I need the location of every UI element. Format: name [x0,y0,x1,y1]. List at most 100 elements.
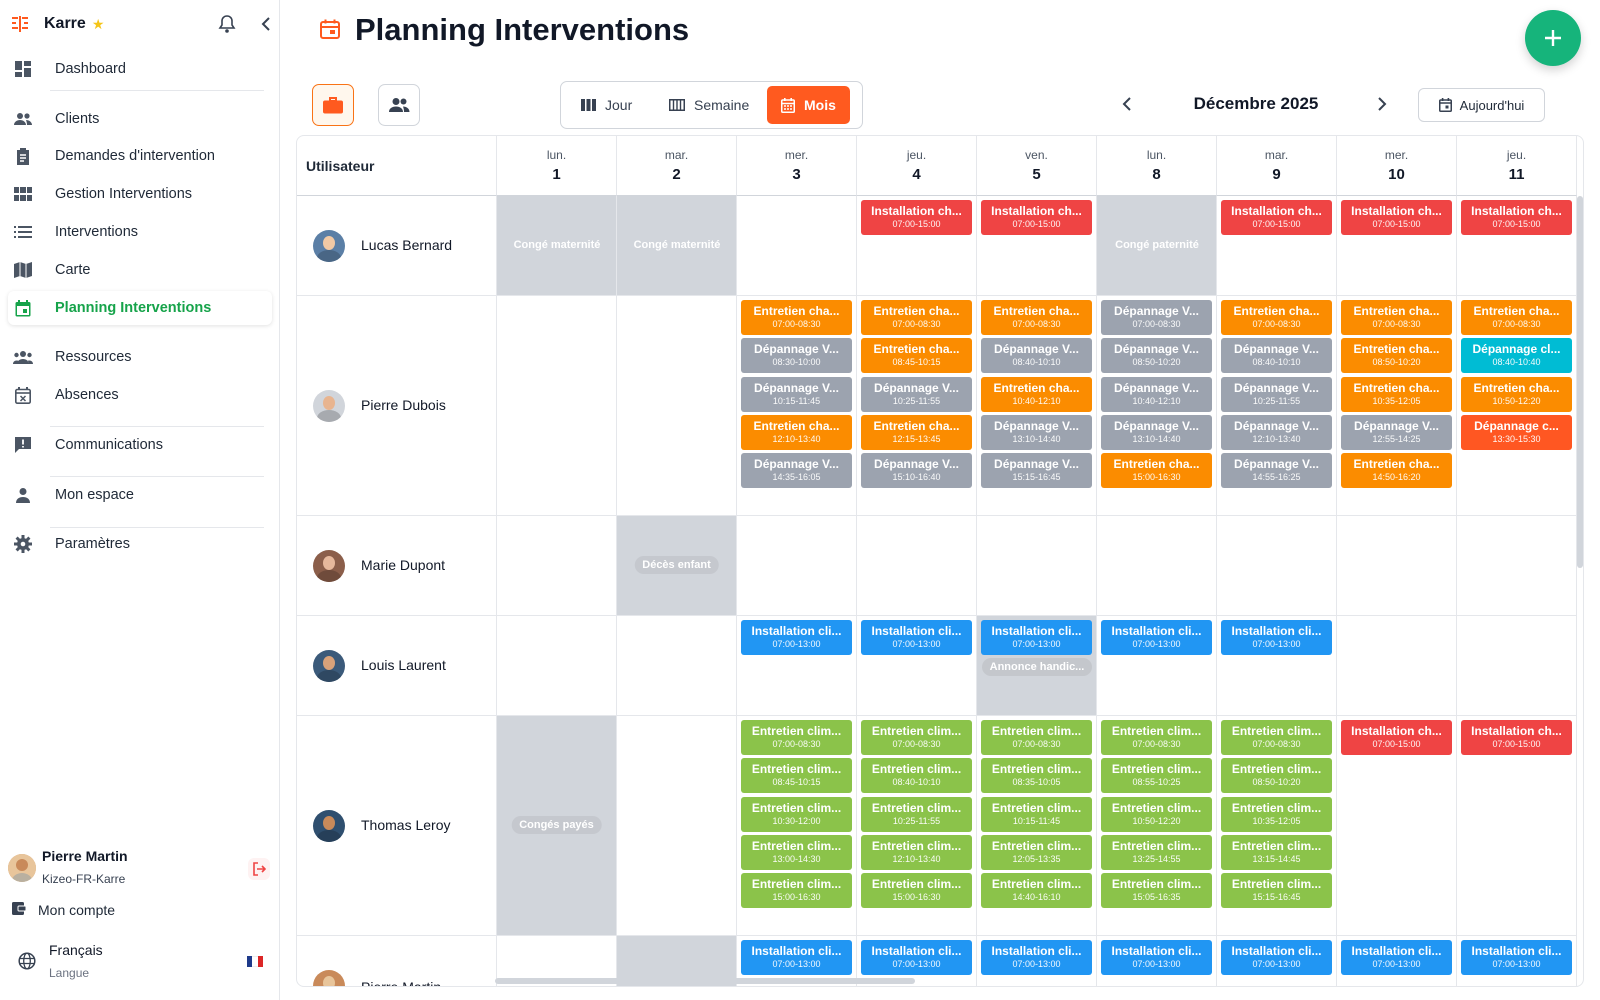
user-row-header[interactable]: Pierre Martin [297,936,497,986]
day-cell[interactable] [857,936,977,986]
sidebar-item-demandes[interactable]: Demandes d'intervention [8,139,272,173]
day-cell[interactable] [1097,516,1217,616]
day-header[interactable]: mar.2 [617,136,737,196]
intervention-event[interactable]: Dépannage V...12:55-14:25 [1341,414,1452,450]
intervention-event[interactable]: Entretien clim...15:15-16:45 [1221,873,1332,909]
user-row-header[interactable]: Pierre Dubois [297,296,497,516]
day-cell[interactable] [1337,516,1457,616]
day-header[interactable]: lun.8 [1097,136,1217,196]
day-cell[interactable] [1337,196,1457,296]
intervention-event[interactable]: Entretien clim...15:00-16:30 [741,873,852,909]
intervention-event[interactable]: Dépannage V...15:15-16:45 [981,453,1092,489]
intervention-event[interactable]: Entretien clim...07:00-08:30 [1221,720,1332,755]
day-header[interactable]: jeu.4 [857,136,977,196]
day-cell[interactable] [857,296,977,516]
day-cell[interactable] [1457,196,1577,296]
sidebar-item-parametres[interactable]: Paramètres [8,527,272,561]
intervention-event[interactable]: Entretien clim...10:35-12:05 [1221,796,1332,832]
intervention-event[interactable]: Entretien cha...10:40-12:10 [981,376,1092,412]
intervention-event[interactable]: Entretien clim...10:50-12:20 [1101,796,1212,832]
intervention-event[interactable]: Entretien clim...12:05-13:35 [981,834,1092,870]
intervention-event[interactable]: Entretien cha...12:10-13:40 [741,414,852,450]
day-cell[interactable] [1217,716,1337,936]
intervention-event[interactable]: Dépannage V...08:40-10:10 [1221,338,1332,374]
intervention-event[interactable]: Entretien cha...10:50-12:20 [1461,376,1572,412]
day-cell[interactable] [617,616,737,716]
interventions-view-button[interactable] [312,84,354,126]
view-month-button[interactable]: Mois [767,86,850,124]
intervention-event[interactable]: Installation cli...07:00-13:00 [1101,940,1212,975]
day-cell[interactable] [497,296,617,516]
sidebar-item-ressources[interactable]: Ressources [8,340,272,374]
intervention-event[interactable]: Installation ch...07:00-15:00 [1461,200,1572,235]
sidebar-item-mon-espace[interactable]: Mon espace [8,478,272,512]
intervention-event[interactable]: Installation ch...07:00-15:00 [861,200,972,235]
day-cell[interactable] [1457,516,1577,616]
day-header[interactable]: ven.5 [977,136,1097,196]
intervention-event[interactable]: Dépannage V...10:40-12:10 [1101,376,1212,412]
intervention-event[interactable]: Installation cli...07:00-13:00 [981,620,1092,655]
intervention-event[interactable]: Entretien cha...07:00-08:30 [861,300,972,335]
day-cell[interactable] [977,516,1097,616]
intervention-event[interactable]: Entretien cha...08:50-10:20 [1341,338,1452,374]
intervention-event[interactable]: Installation cli...07:00-13:00 [861,620,972,655]
day-cell[interactable] [1217,516,1337,616]
sidebar-item-gestion[interactable]: Gestion Interventions [8,177,272,211]
bell-icon[interactable] [217,12,237,36]
intervention-event[interactable]: Entretien cha...15:00-16:30 [1101,453,1212,489]
intervention-event[interactable]: Entretien clim...08:55-10:25 [1101,758,1212,794]
sidebar-item-planning[interactable]: Planning Interventions [8,291,272,325]
day-cell[interactable] [1457,616,1577,716]
brand[interactable]: Karre ★ [10,12,270,36]
intervention-event[interactable]: Entretien clim...08:40-10:10 [861,758,972,794]
intervention-event[interactable]: Entretien cha...07:00-08:30 [1461,300,1572,335]
intervention-event[interactable]: Entretien cha...10:35-12:05 [1341,376,1452,412]
intervention-event[interactable]: Entretien cha...07:00-08:30 [981,300,1092,335]
intervention-event[interactable]: Entretien clim...13:25-14:55 [1101,834,1212,870]
sidebar-item-absences[interactable]: Absences [8,378,272,412]
intervention-event[interactable]: Dépannage V...12:10-13:40 [1221,414,1332,450]
intervention-event[interactable]: Entretien cha...12:15-13:45 [861,414,972,450]
intervention-event[interactable]: Installation cli...07:00-13:00 [741,620,852,655]
day-cell[interactable] [1337,296,1457,516]
sidebar-item-interventions[interactable]: Interventions [8,215,272,249]
day-header[interactable]: lun.1 [497,136,617,196]
day-cell[interactable] [737,616,857,716]
sidebar-item-carte[interactable]: Carte [8,253,272,287]
intervention-event[interactable]: Installation cli...07:00-13:00 [1221,940,1332,975]
day-cell[interactable] [737,716,857,936]
intervention-event[interactable]: Entretien clim...15:05-16:35 [1101,873,1212,909]
intervention-event[interactable]: Entretien clim...12:10-13:40 [861,834,972,870]
day-cell[interactable] [1457,936,1577,986]
intervention-event[interactable]: Entretien cha...08:45-10:15 [861,338,972,374]
absence-cell[interactable]: Congés payés [497,716,617,936]
day-cell[interactable] [737,936,857,986]
intervention-event[interactable]: Dépannage V...08:40-10:10 [981,338,1092,374]
day-cell[interactable] [1337,616,1457,716]
intervention-event[interactable]: Dépannage V...13:10-14:40 [981,414,1092,450]
day-cell[interactable] [857,516,977,616]
day-cell[interactable] [977,716,1097,936]
intervention-event[interactable]: Installation ch...07:00-15:00 [1461,720,1572,755]
intervention-event[interactable]: Installation cli...07:00-13:00 [1101,620,1212,655]
day-cell[interactable] [617,716,737,936]
user-row-header[interactable]: Marie Dupont [297,516,497,616]
absence-cell[interactable]: Congé paternité [1097,196,1217,296]
current-user[interactable]: Pierre Martin Kizeo-FR-Karre [8,846,272,890]
day-cell[interactable] [857,196,977,296]
intervention-event[interactable]: Installation ch...07:00-15:00 [1341,720,1452,755]
intervention-event[interactable]: Entretien clim...13:00-14:30 [741,834,852,870]
day-cell[interactable] [1097,296,1217,516]
day-cell[interactable] [497,516,617,616]
intervention-event[interactable]: Dépannage c...13:30-15:30 [1461,414,1572,450]
intervention-event[interactable]: Dépannage V...14:55-16:25 [1221,453,1332,489]
today-button[interactable]: Aujourd'hui [1418,88,1545,122]
day-cell[interactable] [977,196,1097,296]
intervention-event[interactable]: Entretien clim...10:15-11:45 [981,796,1092,832]
intervention-event[interactable]: Entretien clim...15:00-16:30 [861,873,972,909]
sidebar-item-communications[interactable]: Communications [8,428,272,462]
intervention-event[interactable]: Dépannage V...10:15-11:45 [741,376,852,412]
intervention-event[interactable]: Dépannage cl...08:40-10:40 [1461,338,1572,374]
intervention-event[interactable]: Installation ch...07:00-15:00 [1221,200,1332,235]
sidebar-item-dashboard[interactable]: Dashboard [8,52,272,86]
